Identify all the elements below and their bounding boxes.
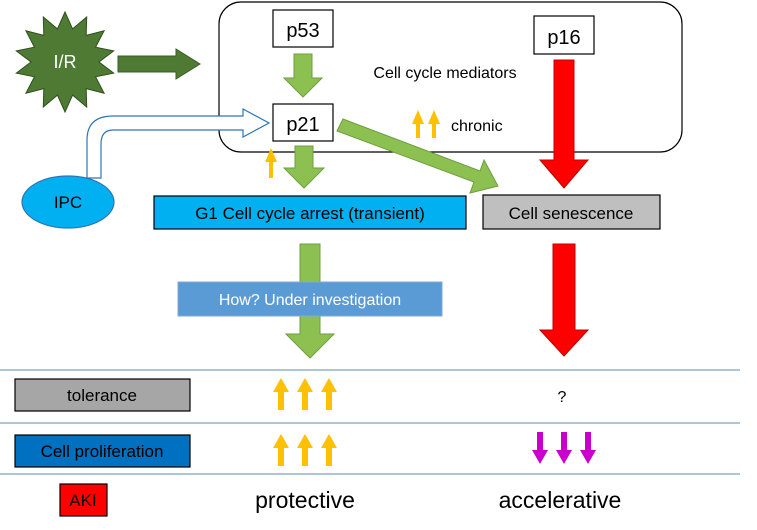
p21-box [272, 103, 334, 142]
g1-arrest-box [153, 195, 467, 230]
accelerative-label: accelerative [499, 487, 622, 513]
tolerance-box [14, 378, 191, 412]
proliferation-up-arrows [273, 434, 337, 466]
senescence-box [482, 194, 661, 230]
investigation-label: How? Under investigation [219, 292, 401, 309]
ipc-label: IPC [54, 193, 82, 212]
investigation-box [177, 281, 443, 317]
ir-to-mediators-arrow [117, 48, 201, 80]
tolerance-unknown: ? [558, 389, 567, 406]
ipc-ellipse [21, 175, 115, 229]
proliferation-down-arrows [532, 432, 596, 464]
ir-star-shape [15, 10, 115, 114]
p53-label: p53 [286, 20, 319, 42]
aki-box [59, 483, 108, 517]
senescence-to-outcome-arrow [538, 243, 590, 357]
proliferation-box [14, 434, 191, 468]
p53-box [272, 9, 334, 48]
chronic-label: chronic [451, 118, 503, 135]
p21-to-g1-arrow [282, 145, 326, 189]
p16-box [533, 15, 595, 55]
tolerance-up-arrows [273, 378, 337, 410]
chronic-up-arrows [412, 110, 440, 138]
proliferation-label: Cell proliferation [41, 442, 164, 461]
p21-to-senescence-arrow [336, 118, 499, 194]
aki-label: AKI [69, 491, 96, 510]
g1-arrest-label: G1 Cell cycle arrest (transient) [195, 204, 425, 223]
p16-to-senescence-arrow [538, 59, 590, 189]
ipc-up-arrow [265, 148, 277, 178]
p16-label: p16 [547, 27, 580, 49]
protective-label: protective [255, 487, 355, 513]
tolerance-label: tolerance [67, 386, 137, 405]
mediators-label: Cell cycle mediators [373, 65, 516, 82]
senescence-label: Cell senescence [509, 204, 634, 223]
ipc-to-p21-arrow [86, 107, 271, 179]
p53-to-p21-arrow [282, 53, 324, 98]
p21-label: p21 [286, 114, 319, 136]
ir-label: I/R [53, 52, 76, 72]
